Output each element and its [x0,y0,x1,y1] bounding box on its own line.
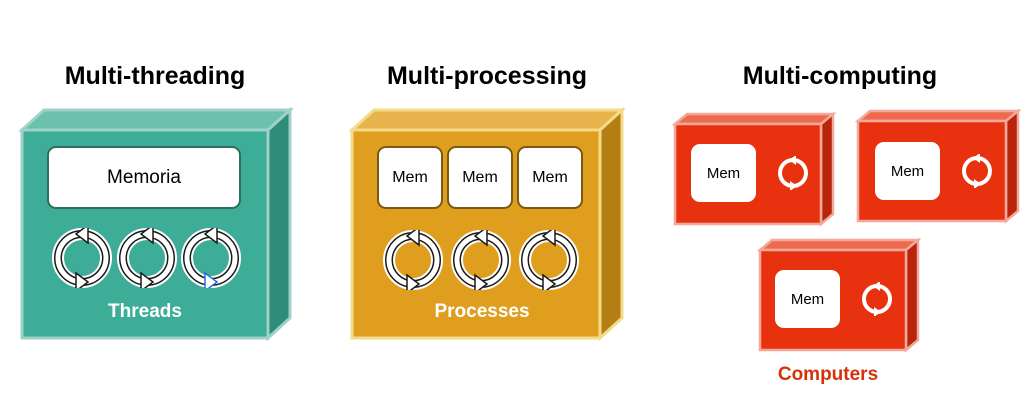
processing-caption: Processes [434,301,530,322]
refresh-cycle-icon [862,282,892,316]
computer-memory-box: Mem [691,144,756,202]
refresh-cycle-icon [52,228,112,288]
processing-title: Multi-processing [386,62,587,90]
memory-label: Mem [392,168,428,186]
memory-label: Mem [706,164,741,182]
refresh-cycle-icon [117,228,177,288]
computing-caption: Computers [777,364,879,385]
refresh-cycle-icon [778,156,808,190]
threading-caption: Threads [108,301,182,322]
memory-label: Mem [890,162,925,180]
process-memory-box: Mem [517,146,583,209]
memory-label: Mem [790,290,825,308]
shared-memory-box: Memoria [47,146,241,209]
process-memory-box: Mem [377,146,443,209]
computing-title: Multi-computing [742,62,938,90]
computer-memory-box: Mem [875,142,940,200]
refresh-cycle-icon [519,230,579,290]
computer-memory-box: Mem [775,270,840,328]
threading-title: Multi-threading [64,62,246,90]
memory-label: Mem [532,168,568,186]
process-memory-box: Mem [447,146,513,209]
refresh-cycle-icon [962,154,992,188]
memory-label: Memoria [107,166,181,188]
refresh-cycle-icon [451,230,511,290]
refresh-cycle-icon [181,228,241,288]
refresh-cycle-icon [383,230,443,290]
memory-label: Mem [462,168,498,186]
